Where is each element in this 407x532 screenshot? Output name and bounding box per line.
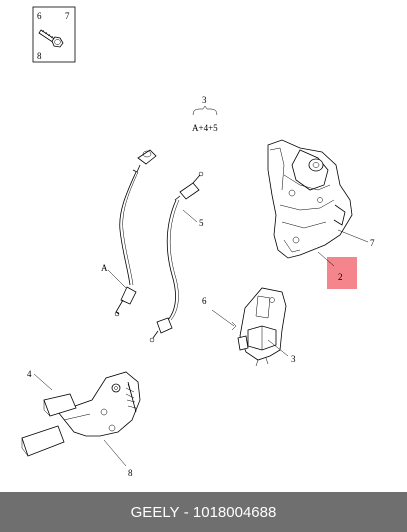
cable-5-label: 5: [199, 218, 204, 228]
bolt-inset: 6 7 8: [32, 6, 76, 63]
inset-label-6: 6: [37, 11, 42, 21]
footer-bar: GEELY - 1018004688: [0, 492, 407, 532]
bracket-label-3: 3: [291, 354, 296, 364]
bolt-icon: [38, 29, 64, 48]
parts-diagram: 6 7 8 3 A+4+5 A: [21, 6, 375, 478]
inset-label-7: 7: [65, 11, 70, 21]
latch-assembly: 7: [267, 139, 375, 259]
lever-assembly: 4 8: [21, 369, 141, 478]
cable-a: A: [101, 149, 157, 317]
footer-brand: GEELY: [130, 503, 180, 521]
highlight-label-2: 2: [338, 272, 343, 282]
assembly-label-3: 3: [202, 95, 207, 105]
bracket-part: 6 3: [202, 287, 296, 367]
bracket-label-6: 6: [202, 296, 207, 306]
footer-separator: -: [179, 503, 193, 521]
cable-5: 5: [149, 171, 204, 343]
lever-label-4: 4: [27, 369, 32, 379]
assembly-callout: 3 A+4+5: [192, 95, 218, 133]
highlight-2: 2: [317, 251, 357, 289]
latch-label-7: 7: [370, 238, 375, 248]
cable-a-label: A: [101, 263, 108, 273]
footer-part-number: 1018004688: [192, 503, 277, 521]
inset-label-8: 8: [37, 51, 42, 61]
lever-label-8: 8: [128, 468, 133, 478]
assembly-formula: A+4+5: [192, 123, 218, 133]
